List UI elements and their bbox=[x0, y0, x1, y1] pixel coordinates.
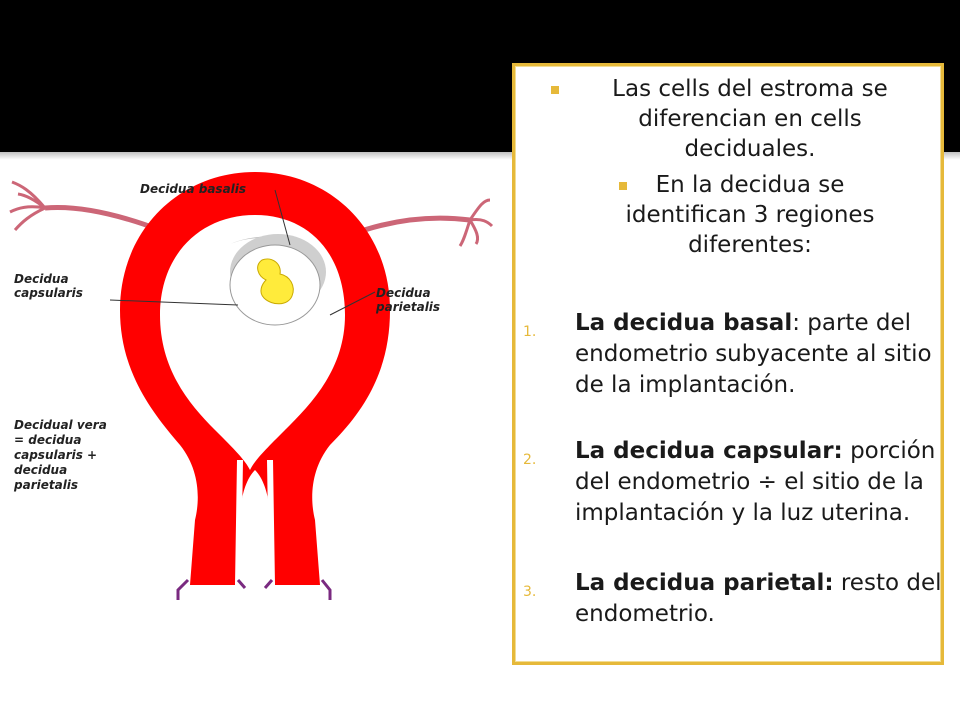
list-item-text: resto del endometrio. bbox=[575, 570, 942, 627]
cervix bbox=[176, 578, 332, 600]
list-item-term: La decidua capsular: bbox=[575, 438, 843, 464]
label-decidua-vera: Decidual vera = decidua capsularis + dec… bbox=[14, 418, 107, 493]
list-number: 1. bbox=[523, 324, 537, 340]
bullet-line: Las cells del estroma se bbox=[612, 76, 888, 102]
bullet-2: En la decidua se identifican 3 regiones … bbox=[570, 170, 930, 260]
label-line: Decidua bbox=[376, 286, 431, 300]
label-decidua-capsularis: Decidua capsularis bbox=[14, 272, 83, 300]
embryo bbox=[257, 258, 294, 305]
label-decidua-basalis: Decidua basalis bbox=[140, 182, 247, 196]
label-line: parietalis bbox=[14, 478, 79, 492]
bullet-marker bbox=[619, 182, 627, 190]
label-line: capsularis bbox=[14, 286, 83, 300]
bullet-line: En la decidua se bbox=[655, 172, 845, 198]
list-item-term: La decidua parietal: bbox=[575, 570, 834, 596]
label-line: capsularis + bbox=[14, 448, 98, 462]
list-item-term: La decidua basal bbox=[575, 310, 793, 336]
fallopian-tube-left bbox=[9, 180, 161, 233]
uterus-illustration bbox=[9, 172, 494, 600]
bullet-marker bbox=[551, 86, 559, 94]
bullet-1: Las cells del estroma se diferencian en … bbox=[570, 74, 930, 164]
list-number: 2. bbox=[523, 452, 537, 468]
list-item-basal: La decidua basal: parte del endometrio s… bbox=[575, 308, 945, 401]
list-item-parietal: La decidua parietal: resto del endometri… bbox=[575, 568, 945, 630]
label-line: Decidua bbox=[14, 272, 69, 286]
list-item-capsular: La decidua capsular: porción del endomet… bbox=[575, 436, 945, 529]
bullet-line: deciduales. bbox=[684, 136, 816, 162]
divider bbox=[0, 152, 960, 160]
list-item-text: : parte del endometrio subyacente al sit… bbox=[575, 310, 932, 398]
content-textbox: Las cells del estroma se diferencian en … bbox=[512, 63, 944, 665]
list-item-text: porción del endometrio ÷ el sitio de la … bbox=[575, 438, 936, 526]
label-line: = decidua bbox=[14, 433, 82, 447]
label-line: Decidual vera bbox=[14, 418, 107, 432]
label-decidua-parietalis: Decidua parietalis bbox=[376, 286, 440, 314]
label-line: parietalis bbox=[376, 300, 441, 314]
list-number: 3. bbox=[523, 584, 537, 600]
uterus-diagram: Decidua basalis Decidua capsularis Decid… bbox=[0, 160, 505, 600]
bullet-line: diferentes: bbox=[688, 232, 812, 258]
label-line: decidua bbox=[14, 463, 68, 477]
bullet-line: diferencian en cells bbox=[638, 106, 862, 132]
bullet-line: identifican 3 regiones bbox=[625, 202, 875, 228]
